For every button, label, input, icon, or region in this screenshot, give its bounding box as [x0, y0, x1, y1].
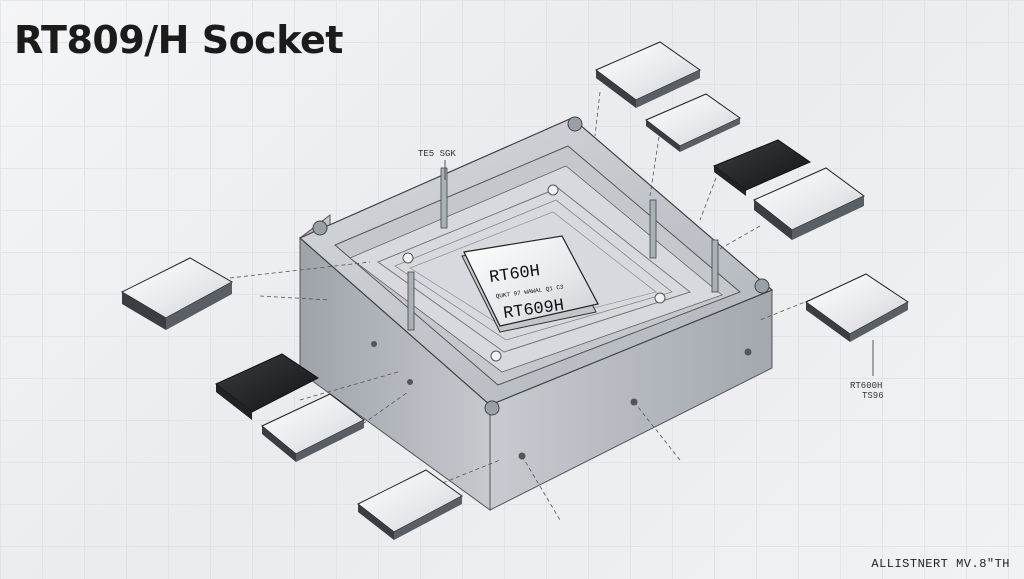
chip-dark-lower-left	[215, 353, 319, 420]
chip-far-right	[805, 273, 909, 342]
chip-left	[120, 257, 234, 330]
chip-top-right-2	[645, 93, 741, 152]
chip-lower-left	[261, 393, 365, 462]
connector-lines	[229, 91, 811, 521]
diagram-title: RT809/H Socket	[14, 18, 343, 62]
center-chip: RT60H QUKT 97 WAWAL Q1 C3 RT609H	[461, 235, 599, 333]
chip-large-right	[753, 167, 865, 240]
callout-right-sub: TS96	[862, 391, 884, 401]
chip-bottom	[357, 469, 463, 540]
chip-dark-right	[712, 139, 812, 196]
callout-right: RT600H	[850, 381, 882, 391]
chip-top-right-1	[595, 41, 701, 108]
callout-top-left: TE5 SGK	[418, 149, 456, 159]
footer-label: ALLISTNERT MV.8"TH	[871, 557, 1010, 571]
